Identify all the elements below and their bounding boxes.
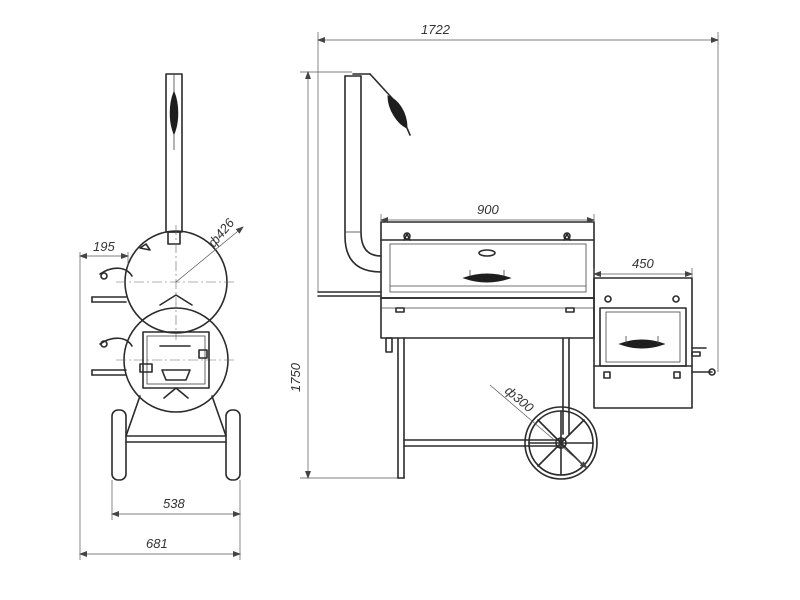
dim-681-label: 681 (146, 536, 168, 551)
dim-300: ф300 (489, 383, 588, 469)
front-cart (111, 395, 241, 481)
dim-1722-label: 1722 (421, 22, 451, 37)
side-cooking-chamber (380, 221, 595, 339)
dim-1722: 1722 (317, 22, 719, 372)
dim-450-label: 450 (632, 256, 654, 271)
dim-681: 681 (79, 300, 241, 560)
dim-195-label: 195 (93, 239, 115, 254)
side-view: 1722 1750 (288, 22, 719, 480)
front-firebox (91, 294, 236, 413)
side-cart (385, 337, 570, 479)
side-wheel (524, 406, 598, 480)
dim-1750: 1750 (288, 71, 404, 479)
dim-538: 538 (111, 480, 241, 520)
dim-195: 195 (79, 239, 129, 300)
dim-1750-label: 1750 (288, 362, 303, 392)
front-chimney (165, 73, 183, 245)
dim-538-label: 538 (163, 496, 185, 511)
side-chimney (317, 73, 411, 297)
dim-450: 450 (593, 256, 693, 278)
front-view: 195 ф426 538 681 (79, 73, 244, 560)
front-cooking-chamber (91, 225, 244, 340)
side-firebox (593, 277, 716, 409)
dim-900: 900 (380, 202, 595, 223)
dim-900-label: 900 (477, 202, 499, 217)
